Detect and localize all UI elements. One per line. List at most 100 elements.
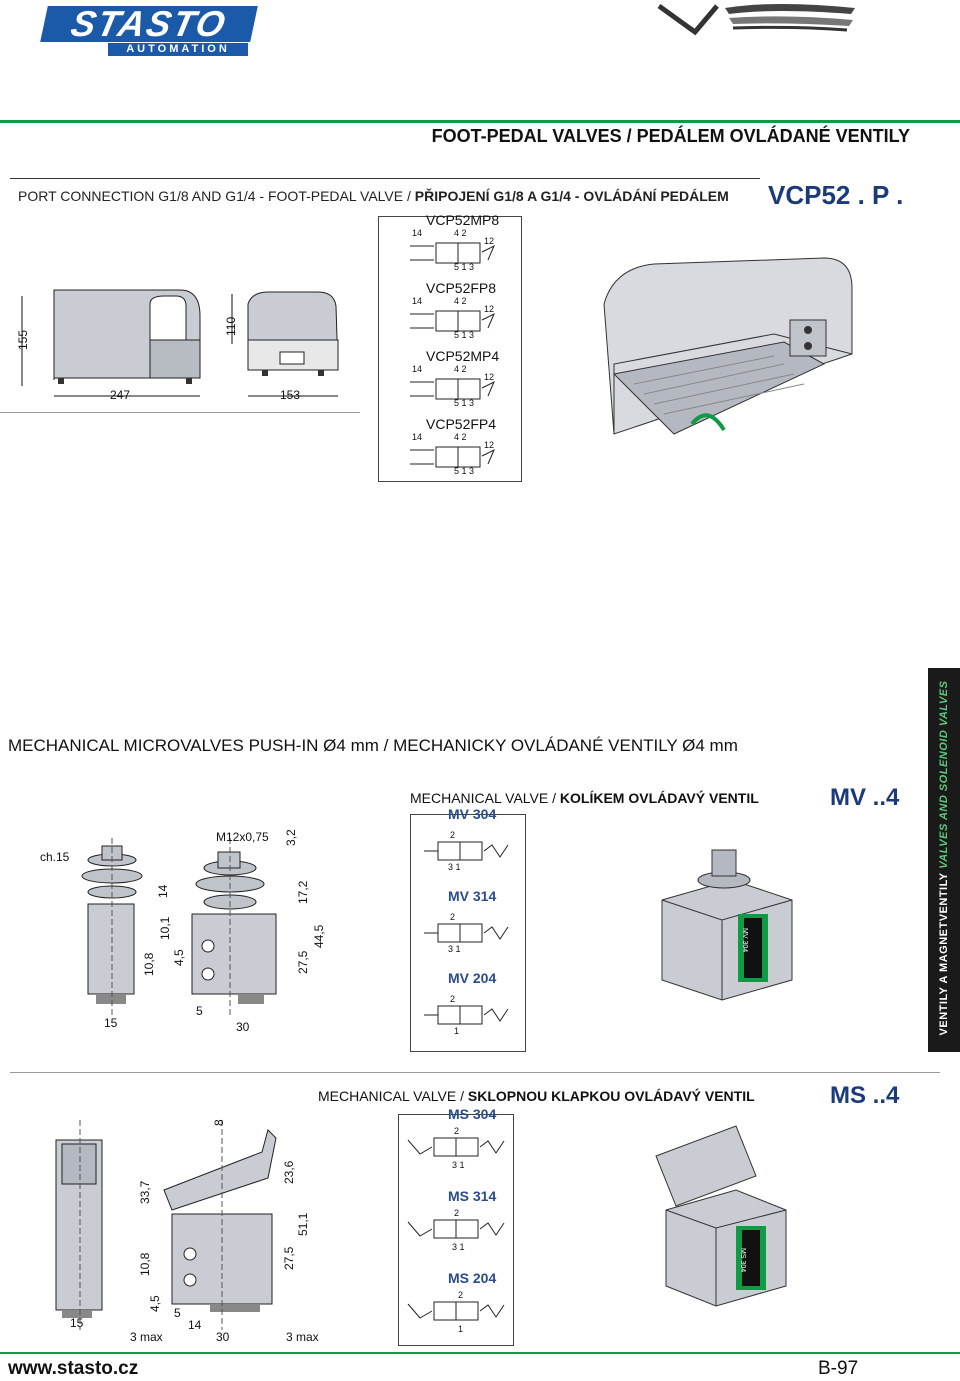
- side-tab-white: VENTILY A MAGNETVENTILY: [938, 872, 950, 1036]
- stasto-logo: STASTO AUTOMATION: [40, 3, 258, 56]
- microvalves-title: MECHANICAL MICROVALVES PUSH-IN Ø4 mm / M…: [8, 736, 738, 755]
- dim-10-1: 10,1: [158, 916, 172, 940]
- dim-14: 14: [156, 884, 170, 898]
- drawing-shadow: [0, 412, 360, 413]
- dim-thread: M12x0,75: [216, 830, 269, 844]
- dim-w30: 30: [216, 1330, 230, 1344]
- model-title: MS 204: [448, 1270, 497, 1286]
- variant-title: VCP52MP8: [426, 212, 500, 228]
- mv-schematics-frame: [410, 814, 526, 1052]
- dim-51-1: 51,1: [296, 1212, 310, 1236]
- port-top: 2: [454, 1208, 460, 1218]
- schematic-vcp52mp8: VCP52MP8 14 4 2 12 5 1 3: [378, 212, 522, 278]
- port-bottom: 3 1: [448, 862, 461, 872]
- schematic-mv304: MV 304 2 3 1: [410, 806, 526, 880]
- port-top: 2: [450, 994, 456, 1004]
- port-bottom: 1: [454, 1026, 460, 1036]
- section-rule: [10, 178, 760, 179]
- schematic-ms204: MS 204 2 1: [398, 1270, 514, 1344]
- dim-8: 8: [212, 1119, 226, 1126]
- port-bottom: 3 1: [452, 1242, 465, 1252]
- port-label-right: 12: [484, 372, 495, 382]
- dim-3-2: 3,2: [284, 829, 298, 846]
- dim-10-8: 10,8: [138, 1252, 152, 1276]
- model-title: MV 204: [448, 970, 497, 986]
- port-bottom: 3 1: [448, 944, 461, 954]
- dim-4-5: 4,5: [172, 949, 186, 966]
- side-tab-text: VENTILY A MAGNETVENTILY VALVES AND SOLEN…: [938, 681, 950, 1036]
- dim-w3max-right: 3 max: [286, 1330, 319, 1344]
- schematic-mv204: MV 204 2 1: [410, 970, 526, 1044]
- dim-w15: 15: [104, 1016, 118, 1030]
- dim-27-5: 27,5: [296, 950, 310, 974]
- valve-symbol: [424, 1005, 509, 1025]
- page-number: B-97: [818, 1358, 859, 1379]
- valve-symbol: [410, 242, 495, 264]
- dim-44-5: 44,5: [312, 924, 326, 948]
- dim-27-5: 27,5: [282, 1246, 296, 1270]
- ms-schematics-frame: [398, 1114, 514, 1346]
- port-label-top: 4 2: [454, 432, 467, 442]
- dim-10-8: 10,8: [142, 952, 156, 976]
- port-bottom: 3 1: [452, 1160, 465, 1170]
- port-text-plain: PORT CONNECTION G1/8 AND G1/4 - FOOT-PED…: [18, 188, 415, 204]
- port-label-top: 4 2: [454, 228, 467, 238]
- ms-subtitle-bold: SKLOPNOU KLAPKOU OVLÁDAVÝ VENTIL: [467, 1088, 755, 1104]
- model-title: MV 314: [448, 888, 497, 904]
- header-rule: [0, 120, 960, 123]
- ms-subtitle-plain: MECHANICAL VALVE /: [318, 1088, 468, 1104]
- series-vcp52: VCP52 . P .: [768, 180, 904, 210]
- schematic-vcp52fp4: VCP52FP4 14 4 2 12 5 1 3: [378, 416, 522, 482]
- dim-17-2: 17,2: [296, 880, 310, 904]
- valve-symbol: [407, 1137, 505, 1157]
- dim-4-5: 4,5: [148, 1295, 162, 1312]
- product-label: MS 304: [739, 1248, 746, 1273]
- schematic-mv314: MV 314 2 3 1: [410, 888, 526, 962]
- side-tab: VENTILY A MAGNETVENTILY VALVES AND SOLEN…: [928, 668, 960, 1052]
- side-tab-green: VALVES AND SOLENOID VALVES: [938, 680, 950, 869]
- dim-pedal-depth: 153: [280, 388, 301, 402]
- footer-rule: [0, 1352, 960, 1354]
- port-connection-text: PORT CONNECTION G1/8 AND G1/4 - FOOT-PED…: [18, 188, 729, 204]
- schematic-ms314: MS 314 2 3 1: [398, 1188, 514, 1262]
- port-label-right: 12: [484, 440, 495, 450]
- port-label-top: 4 2: [454, 364, 467, 374]
- dim-pedal-width: 247: [110, 388, 131, 402]
- valve-symbol: [424, 841, 509, 861]
- ms-product-image: MS 304: [636, 1116, 796, 1316]
- port-text-bold: PŘIPOJENÍ G1/8 A G1/4 - OVLÁDÁNÍ PEDÁLEM: [414, 188, 729, 204]
- valve-symbol: [407, 1301, 505, 1321]
- stasto-logo-text: STASTO: [40, 3, 258, 44]
- dim-w14: 14: [188, 1318, 202, 1332]
- port-label-left: 14: [412, 228, 423, 238]
- series-mv: MV ..4: [830, 784, 900, 811]
- mv-subtitle-bold: KOLÍKEM OVLÁDAVÝ VENTIL: [559, 790, 759, 806]
- dim-w30: 30: [236, 1020, 250, 1034]
- dim-w5: 5: [174, 1306, 181, 1320]
- dim-pedal-height: 155: [16, 329, 30, 350]
- variant-title: VCP52FP4: [426, 416, 497, 432]
- dim-pedal-inner: 110: [224, 316, 238, 336]
- model-title: MS 304: [448, 1106, 497, 1122]
- model-title: MS 314: [448, 1188, 497, 1204]
- model-title: MV 304: [448, 806, 497, 822]
- port-label-top: 4 2: [454, 296, 467, 306]
- port-label-left: 14: [412, 296, 423, 306]
- valve-symbol: [424, 923, 509, 943]
- port-bottom: 1: [458, 1324, 464, 1334]
- mv-subtitle: MECHANICAL VALVE / KOLÍKEM OVLÁDAVÝ VENT…: [410, 790, 759, 806]
- port-label-right: 12: [484, 236, 495, 246]
- ms-technical-drawing: [0, 1110, 340, 1340]
- port-top: 2: [450, 912, 456, 922]
- mv-product-image: MV 304: [652, 840, 802, 1010]
- valve-symbol: [410, 446, 495, 468]
- footer-url[interactable]: www.stasto.cz: [8, 1358, 139, 1379]
- pedal-product-image: [574, 234, 874, 464]
- port-label-bottom: 5 1 3: [454, 330, 475, 340]
- page-title: FOOT-PEDAL VALVES / PEDÁLEM OVLÁDANÉ VEN…: [431, 126, 910, 146]
- port-top: 2: [450, 830, 456, 840]
- schematic-vcp52fp8: VCP52FP8 14 4 2 12 5 1 3: [378, 280, 522, 346]
- dim-w15: 15: [70, 1316, 84, 1330]
- mv-technical-drawing: [0, 818, 366, 1058]
- port-label-right: 12: [484, 304, 495, 314]
